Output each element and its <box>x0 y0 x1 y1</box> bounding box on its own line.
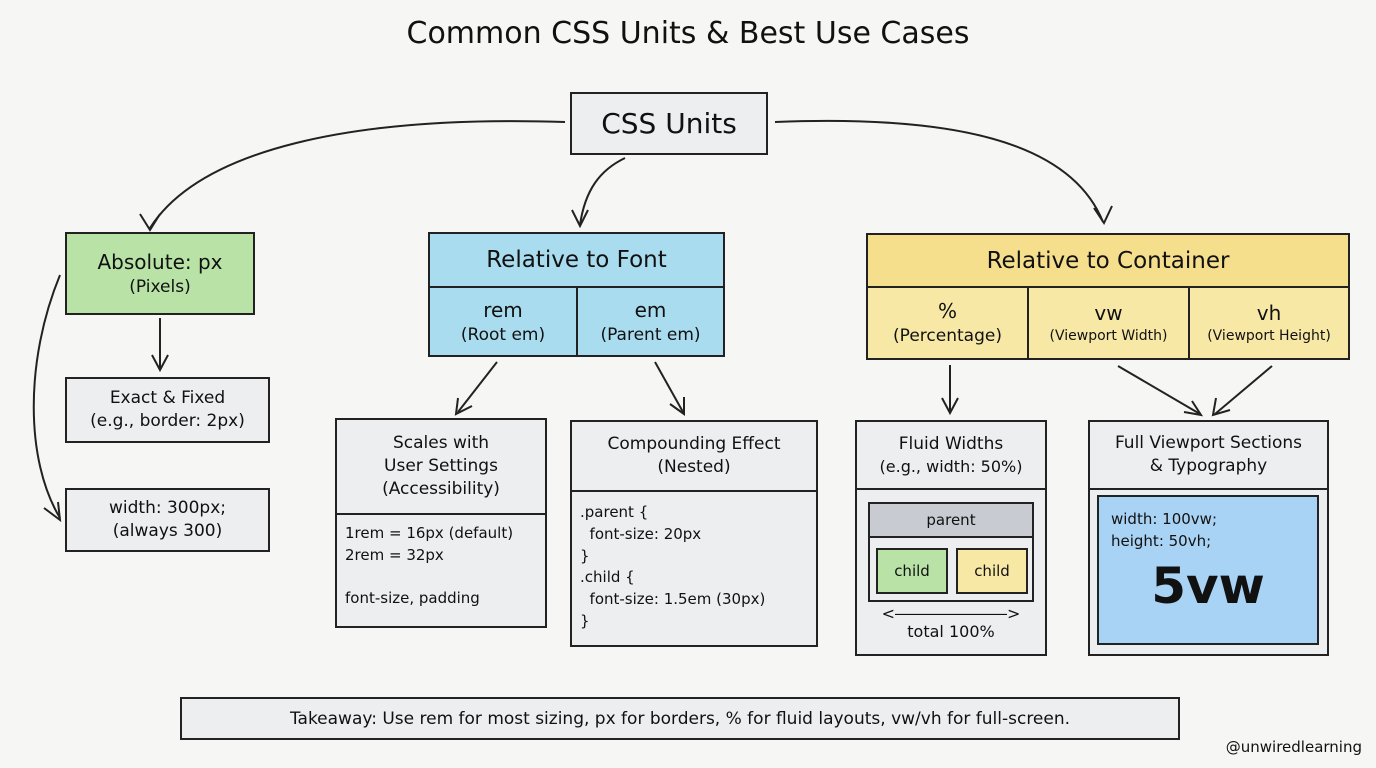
pct-sub: (Percentage) <box>893 326 1002 347</box>
vw-label: vw <box>1094 301 1123 326</box>
child-green: child <box>876 548 948 594</box>
font-title: Relative to Font <box>486 247 667 273</box>
em-label: em <box>634 297 667 322</box>
container-node: Relative to Container <box>866 233 1350 288</box>
rem-sub: (Root em) <box>460 324 546 345</box>
root-label: CSS Units <box>601 107 737 140</box>
double-arrow-icon: <―――――――> <box>881 604 1021 623</box>
fluid-line2: (e.g., width: 50%) <box>879 456 1023 476</box>
parent-label: parent <box>870 504 1032 538</box>
scales-body: 1rem = 16px (default) 2rem = 32px font-s… <box>345 524 514 608</box>
viewport-line1: Full Viewport Sections <box>1114 433 1303 454</box>
total-label: total 100% <box>907 622 995 641</box>
viewport-box: Full Viewport Sections& Typography width… <box>1088 420 1329 656</box>
page-title: Common CSS Units & Best Use Cases <box>406 16 970 51</box>
scales-line1: Scales with <box>392 433 490 454</box>
viewport-demo: width: 100vw; height: 50vh; 5vw <box>1097 495 1319 645</box>
viewport-code: width: 100vw; height: 50vh; <box>1111 510 1217 550</box>
width-300-box: width: 300px;(always 300) <box>65 488 270 552</box>
compound-box: Compounding Effect(Nested) .parent { fon… <box>570 420 818 647</box>
fluid-line1: Fluid Widths <box>898 433 1004 454</box>
vh-sub: (Viewport Height) <box>1207 328 1331 345</box>
scales-line2: User Settings <box>384 456 498 477</box>
takeaway-box: Takeaway: Use rem for most sizing, px fo… <box>180 697 1180 740</box>
vw-sub: (Viewport Width) <box>1049 328 1168 345</box>
compound-line2: (Nested) <box>657 457 731 477</box>
absolute-title: Absolute: px <box>97 249 223 274</box>
width-code: width: 300px; <box>108 498 227 519</box>
font-node: Relative to Font <box>428 232 725 288</box>
scales-line3: (Accessibility) <box>382 478 500 499</box>
exact-title: Exact & Fixed <box>109 388 226 409</box>
viewport-big-text: 5vw <box>1151 556 1265 615</box>
viewport-line2: & Typography <box>1149 456 1268 476</box>
vh-label: vh <box>1256 301 1282 326</box>
absolute-sub: (Pixels) <box>129 276 191 297</box>
container-title: Relative to Container <box>986 247 1230 274</box>
em-sub: (Parent em) <box>600 324 701 345</box>
em-cell: em(Parent em) <box>576 286 725 357</box>
child-yellow: child <box>956 548 1028 594</box>
compound-body: .parent { font-size: 20px } .child { fon… <box>580 503 766 630</box>
rem-label: rem <box>483 297 523 322</box>
vw-cell: vw (Viewport Width) <box>1027 286 1190 360</box>
credit-handle: @unwiredlearning <box>1225 738 1362 756</box>
parent-demo: parent child child <box>868 502 1034 602</box>
fluid-box: Fluid Widths(e.g., width: 50%) parent ch… <box>855 420 1047 656</box>
pct-cell: %(Percentage) <box>866 286 1029 360</box>
exact-fixed-box: Exact & Fixed(e.g., border: 2px) <box>65 377 270 443</box>
vh-cell: vh (Viewport Height) <box>1188 286 1350 360</box>
compound-line1: Compounding Effect <box>607 434 781 455</box>
width-note: (always 300) <box>112 521 223 541</box>
rem-cell: rem(Root em) <box>428 286 578 357</box>
exact-example: (e.g., border: 2px) <box>90 411 245 431</box>
absolute-node: Absolute: px(Pixels) <box>65 232 255 315</box>
takeaway-text: Takeaway: Use rem for most sizing, px fo… <box>289 708 1071 729</box>
root-node: CSS Units <box>570 92 768 155</box>
pct-label: % <box>937 299 957 324</box>
